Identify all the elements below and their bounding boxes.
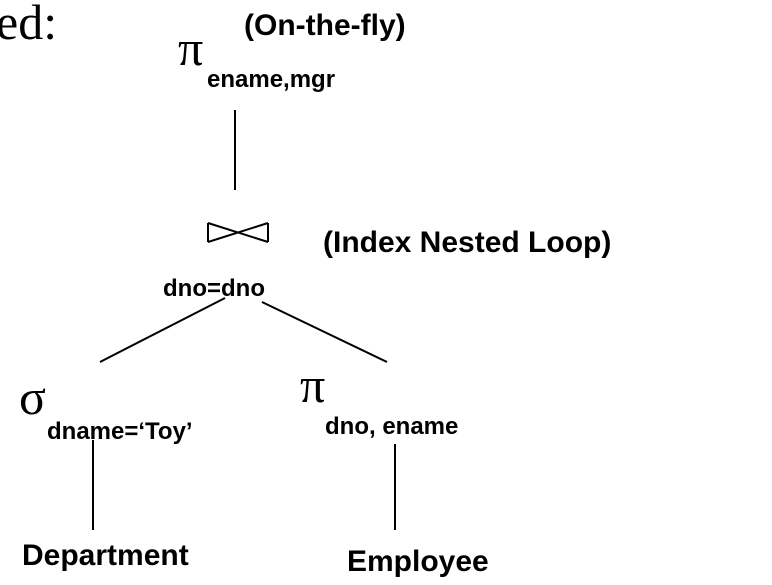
root-projection-annotation: (On-the-fly)	[244, 9, 406, 42]
join-condition-subscript: dno=dno	[163, 275, 265, 302]
join-bowtie-icon	[207, 222, 269, 243]
root-projection-symbol: π	[178, 20, 204, 76]
selection-symbol: σ	[19, 369, 46, 425]
projection-symbol: π	[300, 357, 326, 413]
projection-attributes-subscript: dno, ename	[325, 413, 459, 440]
relation-department: Department	[22, 539, 189, 572]
edge-join-to-select	[99, 297, 226, 363]
relation-employee: Employee	[347, 545, 489, 578]
join-algorithm-annotation: (Index Nested Loop)	[323, 226, 612, 259]
edge-join-to-project	[261, 301, 388, 363]
heading-fragment: ed:	[0, 0, 58, 50]
selection-condition-subscript: dname=‘Toy’	[47, 418, 193, 445]
root-projection-subscript: ename,mgr	[207, 66, 336, 93]
